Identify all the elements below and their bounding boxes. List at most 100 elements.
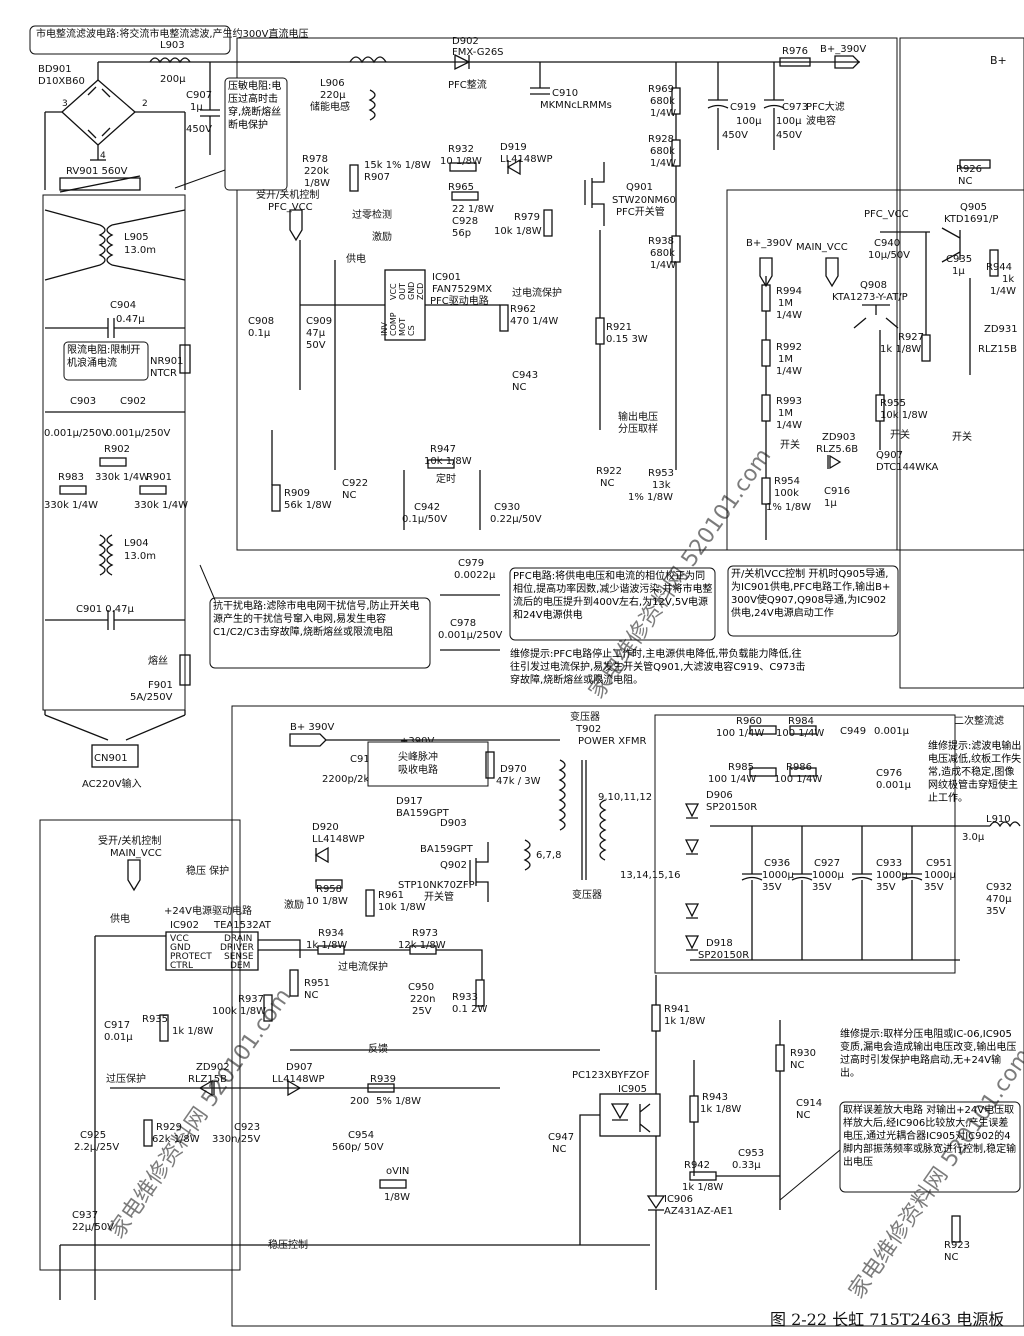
feedback-note-box	[839, 1101, 1021, 1193]
bplus-390b-arrow	[289, 733, 327, 747]
r983-value: 330k 1/4W	[44, 500, 98, 511]
c976-label: C976	[876, 768, 902, 779]
r984-value: 100 1/4W	[776, 728, 824, 739]
ic901-pins: INV COMP MOT CS VCC OUT GND ZCD	[380, 282, 425, 336]
nr901-label: NR901	[150, 356, 184, 367]
ic906-label: IC906	[664, 1194, 693, 1205]
d902-desc: PFC整流	[448, 78, 487, 91]
r954-label: R954	[774, 476, 800, 487]
bd-pin4: 4	[100, 151, 106, 161]
main-vcc2-title: 受开/关机控制	[98, 834, 161, 847]
bd-pin3: 3	[62, 99, 68, 109]
r901-value: 330k 1/4W	[134, 500, 188, 511]
f901-value: 5A/250V	[130, 692, 173, 703]
c913-label: C913	[350, 754, 376, 765]
figure-caption: 图 2-22 长虹 715T2463 电源板	[770, 1310, 1005, 1329]
r985-label: R985	[728, 762, 754, 773]
f901	[179, 654, 191, 686]
c907-label: C907	[186, 90, 212, 101]
r969-watt: 1/4W	[650, 108, 676, 119]
feedback-label: 反馈	[368, 1042, 388, 1055]
ic902-pin-dem: DEM	[230, 961, 250, 971]
l906-aux	[368, 89, 376, 121]
c951-value: 1000μ	[924, 870, 956, 881]
r932-value: 10 1/8W	[440, 156, 482, 167]
d902-label: D902	[452, 36, 479, 47]
c930-label: C930	[494, 502, 520, 513]
l903-label: L903	[160, 40, 185, 51]
c923-label: C923	[234, 1122, 260, 1133]
q907-label: Q907	[876, 450, 903, 461]
r986-value: 100 1/4W	[774, 774, 822, 785]
r909	[271, 484, 281, 512]
c954-label: C954	[348, 1130, 374, 1141]
c904-value: 0.47μ	[116, 314, 145, 325]
c922-value: NC	[342, 490, 356, 501]
d920-part: LL4148WP	[312, 834, 365, 845]
r983	[59, 485, 87, 495]
r902	[99, 457, 127, 467]
l906-desc: 储能电感	[310, 100, 350, 113]
r944-value: 1k	[1002, 274, 1014, 285]
c973-p2	[763, 104, 785, 109]
c917-value: 0.01μ	[104, 1032, 133, 1043]
c949-label: C949	[840, 726, 866, 737]
c936-label: C936	[764, 858, 790, 869]
ic902-body	[165, 931, 259, 971]
r927-label: R927	[898, 332, 924, 343]
r961	[365, 889, 375, 917]
l904-label: L904	[124, 538, 149, 549]
r984-label: R984	[788, 716, 814, 727]
bplus390-label: B+_390V	[820, 44, 866, 55]
r978-label: R978	[302, 154, 328, 165]
l905-coil-a	[98, 224, 106, 266]
d918-label: D918	[706, 938, 733, 949]
bplus-arrow	[834, 55, 860, 69]
q905-part: KTD1691/P	[944, 214, 998, 225]
main-internal-wires	[59, 935, 650, 1300]
ic901-pin-out: OUT	[398, 283, 407, 300]
l905-value: 13.0m	[124, 245, 156, 256]
c947-value: NC	[552, 1144, 566, 1155]
bplus300-arrow	[759, 257, 773, 288]
r907-label: R907	[364, 172, 390, 183]
r909-value: 56k 1/8W	[284, 500, 332, 511]
vcc-internal-wires	[765, 232, 971, 540]
l905-label: L905	[124, 232, 149, 243]
r933	[475, 979, 485, 1007]
r993	[761, 394, 771, 422]
r958	[315, 879, 343, 889]
bplus300-label: B+_390V	[746, 238, 792, 249]
c907-value: 1μ	[190, 102, 203, 113]
r928-watt: 1/4W	[650, 158, 676, 169]
r922-value: NC	[600, 478, 614, 489]
c933-volt: 35V	[876, 882, 896, 893]
zd903-part: RLZ5.6B	[816, 444, 858, 455]
r937-label: R937	[238, 994, 264, 1005]
q902-label: Q902	[440, 860, 467, 871]
c943-value: NC	[512, 382, 526, 393]
ovp-label: 过压保护	[106, 1072, 146, 1085]
ic901-pin-inv: INV	[380, 322, 389, 336]
c919-p2	[707, 104, 729, 109]
watermark-1: 家电维修资料网 520101.com	[104, 984, 296, 1243]
zd931-label: ZD931	[984, 324, 1018, 335]
cn901-label: CN901	[94, 753, 128, 764]
pfc-note: PFC电路:将供电电压和电流的相位校正为同相位,提高功率因数,减少谐波污染,并将…	[513, 571, 713, 621]
pins-c-label: 13,14,15,16	[620, 870, 680, 881]
r926-label: R926	[956, 164, 982, 175]
ntc-note-box	[63, 341, 149, 381]
d907-part: LL4148WP	[272, 1074, 325, 1085]
ovin-label: oVIN	[386, 1166, 409, 1177]
c928-value: 56p	[452, 228, 471, 239]
r979-label: R979	[514, 212, 540, 223]
pfc-cap-desc2: 波电容	[806, 114, 836, 127]
c919-label: C919	[730, 102, 756, 113]
feedback-note: 取样误差放大电路 对输出+24V电压取样放大后,经IC906比较放大,产生误差电…	[843, 1105, 1016, 1168]
r944-watt: 1/4W	[990, 286, 1016, 297]
pfc-cap-desc1: PFC大滤	[806, 100, 845, 113]
r930-value: NC	[790, 1060, 804, 1071]
r941-label: R941	[664, 1004, 690, 1015]
r978-value: 220k	[304, 166, 329, 177]
d918-part: SP20150R	[698, 950, 749, 961]
